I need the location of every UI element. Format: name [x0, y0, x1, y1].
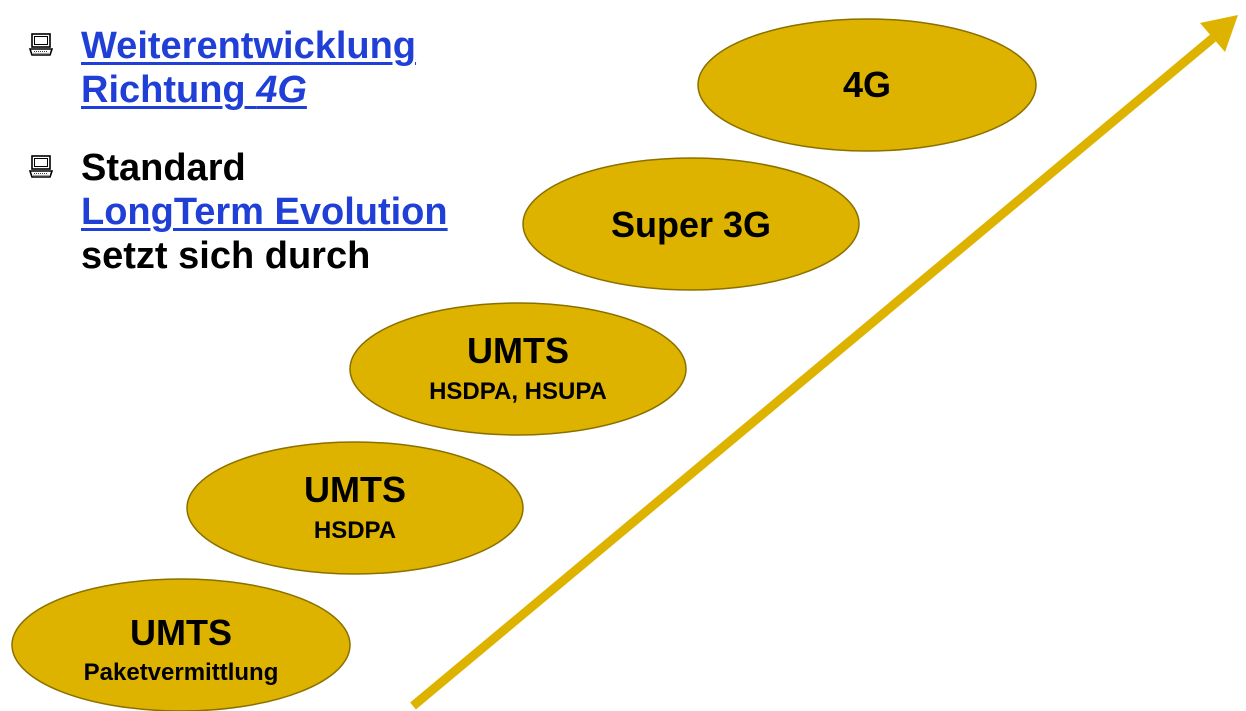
bullet-text-lte: Standard LongTerm Evolution setzt sich d…	[81, 146, 448, 278]
stage-subtitle: HSDPA	[314, 517, 396, 544]
stage-umts-hsdpa-hsupa: UMTS HSDPA, HSUPA	[349, 302, 687, 436]
stage-title: UMTS	[304, 469, 406, 510]
stage-umts-hsdpa: UMTS HSDPA	[186, 441, 524, 575]
stage-super-3g: Super 3G	[522, 157, 860, 291]
stage-4g: 4G	[697, 18, 1037, 152]
stage-ellipse	[522, 157, 860, 291]
stage-subtitle: HSDPA, HSUPA	[429, 378, 607, 405]
stage-subtitle: Paketvermittlung	[84, 659, 279, 686]
stage-ellipse	[697, 18, 1037, 152]
link-weiterentwicklung[interactable]: Weiterentwicklung	[81, 25, 417, 67]
bullet-line: Weiterentwicklung	[81, 24, 416, 68]
stage-title: Super 3G	[611, 204, 771, 245]
evolution-arrow	[410, 15, 1238, 710]
stage-ellipse	[186, 441, 524, 575]
bullet-line: Standard	[81, 147, 246, 189]
arrow-head	[1200, 15, 1238, 52]
link-4g[interactable]: 4G	[256, 69, 307, 111]
stage-ellipse	[349, 302, 687, 436]
bullet-text-4g: Weiterentwicklung Richtung 4G	[81, 24, 416, 112]
bullet-line: setzt sich durch	[81, 235, 371, 277]
arrow-shaft	[410, 34, 1216, 710]
stage-title: 4G	[843, 64, 891, 105]
stage-title: UMTS	[130, 612, 232, 653]
computer-icon	[28, 33, 54, 56]
link-richtung[interactable]: Richtung	[81, 69, 257, 111]
computer-icon	[28, 155, 54, 178]
bullet-line: Richtung 4G	[81, 68, 416, 112]
link-longterm-evolution[interactable]: LongTerm Evolution	[81, 191, 448, 233]
stage-umts-paketvermittlung: UMTS Paketvermittlung	[11, 578, 351, 711]
bullet-line: LongTerm Evolution	[81, 190, 448, 234]
stage-title: UMTS	[467, 330, 569, 371]
stage-ellipse	[11, 578, 351, 711]
